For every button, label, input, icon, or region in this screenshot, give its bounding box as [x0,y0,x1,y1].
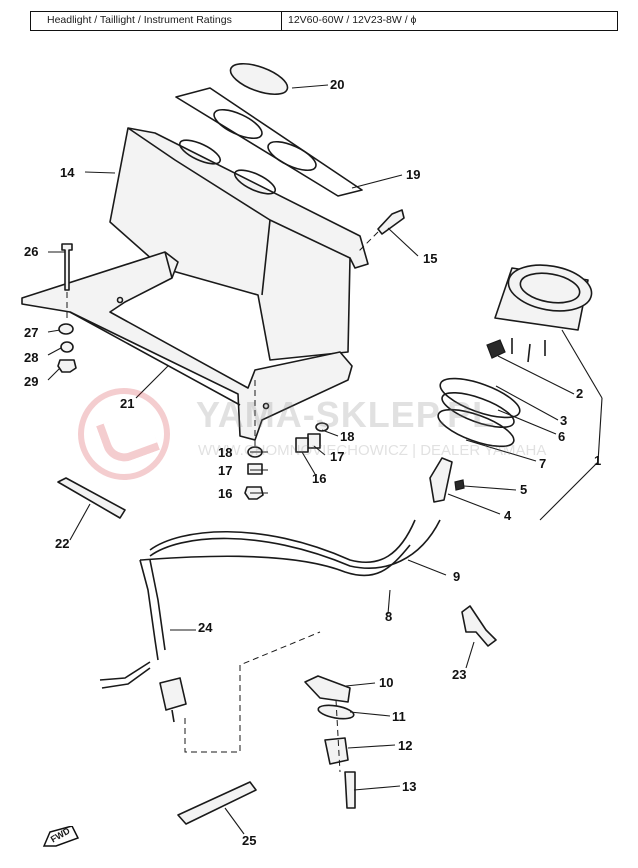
part-gasket-hole-left [213,108,263,140]
part-washer-18b [315,422,329,432]
part-routing-dashes [184,631,321,753]
ratings-value: 12V60-60W / 12V23-8W / ϕ [288,14,417,26]
part-bracket-edge [69,251,241,406]
callout-29: 29 [24,374,39,389]
part-damper-ring-c [437,408,515,448]
part-meter-face-inner [519,272,581,304]
callout-11: 11 [392,709,406,724]
part-cover-crease [127,127,351,296]
callout-20: 20 [330,77,345,92]
part-wire-harness-9b [149,519,441,569]
part-collar-17a [247,463,263,475]
callout-15: 15 [423,251,438,266]
part-clamp-band [57,477,126,519]
part-drive-shaft-13 [344,771,356,809]
part-bulb-5 [454,479,465,491]
callout-10: 10 [379,675,394,690]
part-bracket-hole-b [262,402,270,410]
part-washer-27 [58,323,74,335]
part-cap [229,62,289,96]
part-sensor-24 [159,677,187,711]
callout-26: 26 [24,244,39,259]
callout-21: 21 [120,396,135,411]
part-sensor-tip [171,709,175,723]
callout-6: 6 [558,429,566,444]
part-meter-studs [511,338,546,363]
part-lead-wires [99,559,166,689]
part-drive-washer-11 [317,704,355,720]
callout-4: 4 [504,508,512,523]
callout-18a: 18 [218,445,233,460]
callout-17a: 17 [218,463,233,478]
callout-14: 14 [60,165,75,180]
part-holder-23 [461,605,497,647]
callout-3: 3 [560,413,568,428]
part-screw-15 [377,209,405,235]
ratings-table: Headlight / Taillight / Instrument Ratin… [30,11,618,31]
callout-16b: 16 [312,471,327,486]
part-axis-drive [335,699,341,773]
part-damper-ring-b [441,391,515,429]
callout-27: 27 [24,325,39,340]
part-drive-gear-10 [304,675,351,703]
part-washer-28 [60,341,74,353]
part-meter-cable-end [429,457,453,503]
part-meter-socket [486,339,506,359]
leader-lines [47,84,603,835]
part-bracket-hole-a [116,296,124,304]
callout-16a: 16 [218,486,233,501]
callout-12: 12 [398,738,413,753]
part-drive-bush-12 [324,737,349,765]
part-bracket [21,251,353,441]
callout-23: 23 [452,667,467,682]
callout-9: 9 [453,569,461,584]
part-gasket-hole-right [267,140,317,172]
callout-5: 5 [520,482,528,497]
callout-25: 25 [242,833,257,848]
callout-2: 2 [576,386,584,401]
part-cover-window-left [178,139,222,165]
part-instrument-cover [109,127,369,361]
callout-13: 13 [402,779,417,794]
callout-1: 1 [594,453,602,468]
part-nut-29 [57,359,77,373]
ratings-label: Headlight / Taillight / Instrument Ratin… [31,12,282,30]
callout-8: 8 [385,609,393,624]
part-wire-harness-9 [149,519,416,564]
part-grommet-16b [295,437,309,453]
callout-17b: 17 [330,449,345,464]
part-axis-15 [357,231,379,253]
part-collar-17b [307,433,321,449]
callout-28: 28 [24,350,39,365]
part-bolt-26 [61,243,73,291]
part-damper-ring-a [439,377,521,419]
fwd-arrow-icon [42,826,80,847]
callout-18b: 18 [340,429,355,444]
part-cable-8 [139,544,411,577]
callout-22: 22 [55,536,70,551]
part-cover-window-right [233,169,277,195]
part-band-25 [177,781,257,825]
part-meter-face [507,264,593,312]
callout-24: 24 [198,620,213,635]
callout-19: 19 [406,167,421,182]
callout-7: 7 [539,456,547,471]
